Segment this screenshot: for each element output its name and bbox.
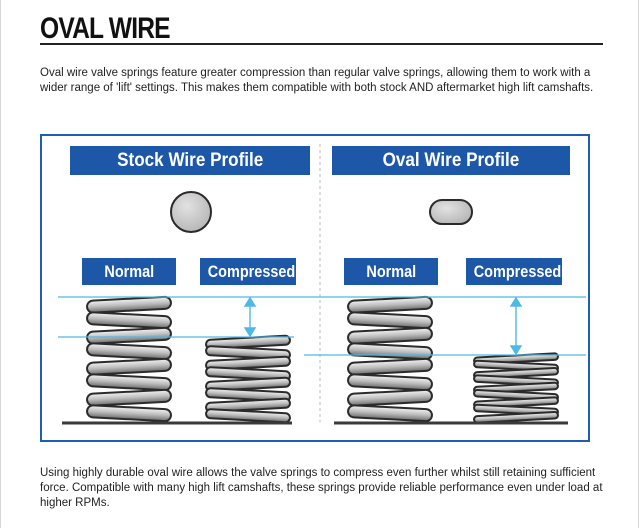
stock-normal-spring — [86, 295, 172, 423]
oval-normal-spring — [347, 295, 433, 423]
oval-travel-arrow — [509, 296, 523, 356]
stock-compressed-label: Compressed — [200, 258, 296, 285]
spring-coil — [347, 342, 433, 361]
stock-compressed-spring — [205, 334, 291, 424]
oval-compressed-label: Compressed — [466, 258, 562, 285]
spring-coil — [347, 311, 433, 330]
stock-wire-profile-label: Stock Wire Profile — [70, 146, 310, 175]
spring-coil — [347, 295, 433, 314]
closing-paragraph: Using highly durable oval wire allows th… — [40, 467, 603, 509]
intro-paragraph: Oval wire valve springs feature greater … — [40, 67, 594, 94]
spring-coil — [347, 357, 433, 376]
spring-coil — [86, 373, 172, 392]
oval-compressed-spring — [473, 352, 559, 424]
title-rule — [40, 43, 603, 45]
page-title: OVAL WIRE — [40, 12, 171, 45]
spring-coil — [205, 376, 291, 392]
spring-comparison-figure: Stock Wire Profile Oval Wire Profile Nor… — [40, 134, 590, 442]
spring-coil — [86, 311, 172, 330]
spring-coil — [205, 397, 291, 413]
spring-coil — [205, 355, 291, 371]
spring-coil — [205, 408, 291, 424]
spring-coil — [86, 388, 172, 407]
spring-coil — [347, 326, 433, 345]
round-wire-icon — [170, 191, 212, 233]
spring-coil — [347, 388, 433, 407]
spring-coil — [86, 295, 172, 314]
spring-coil — [205, 387, 291, 403]
spring-coil — [473, 411, 559, 424]
spring-diagram — [58, 144, 586, 425]
oval-wire-icon — [429, 199, 473, 225]
spring-coil — [347, 404, 433, 423]
spring-coil — [86, 404, 172, 423]
spring-coil — [86, 357, 172, 376]
oval-wire-profile-label: Oval Wire Profile — [332, 146, 570, 175]
spring-coil — [86, 326, 172, 345]
spring-coil — [347, 373, 433, 392]
oval-normal-label: Normal — [344, 258, 438, 285]
spring-coil — [205, 345, 291, 361]
stock-normal-label: Normal — [82, 258, 176, 285]
spring-coil — [86, 342, 172, 361]
spring-coil — [205, 334, 291, 350]
stock-travel-arrow — [243, 296, 257, 338]
left-border — [0, 0, 1, 528]
spring-coil — [205, 366, 291, 382]
